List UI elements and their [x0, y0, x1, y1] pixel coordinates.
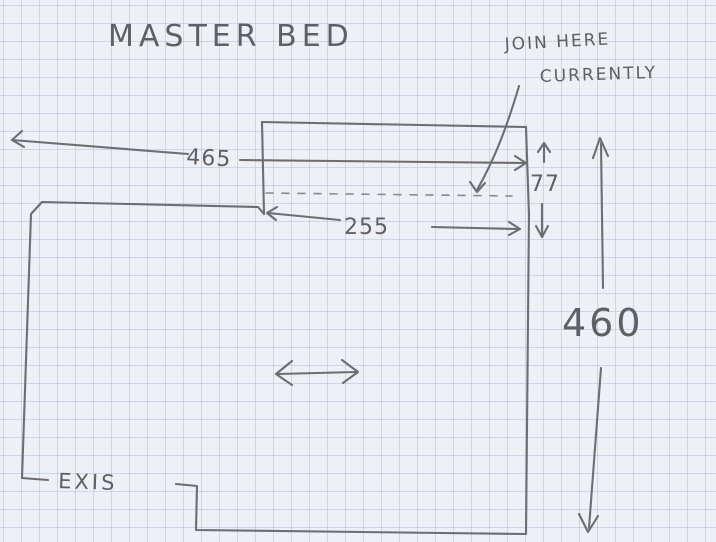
page-title: MASTER BED [108, 19, 354, 54]
pointer-arrow-icon [475, 84, 521, 192]
dim-255-label: 255 [344, 215, 389, 240]
dim-255-line-right [430, 225, 520, 231]
room-right-and-bottom-wall [174, 210, 531, 536]
dim-465-line-left [10, 138, 190, 156]
dim-255-arrowhead-right [507, 220, 522, 237]
dim-460-arrowhead-bottom [577, 512, 600, 534]
dim-460-line-top [599, 141, 605, 290]
dim-77-arrow-up [536, 141, 552, 164]
double-headed-arrow-icon [274, 358, 360, 387]
strip-left-wall [260, 120, 266, 216]
dim-465-arrowhead-left [10, 129, 26, 149]
dim-460-arrowhead-top [591, 136, 610, 160]
room-left-wall [20, 200, 266, 482]
wardrobe-strip-outline [260, 120, 531, 218]
pointer-arrow-head [468, 180, 487, 194]
dim-77-arrow-down [534, 202, 550, 239]
dim-460-label: 460 [562, 301, 644, 345]
dim-465-label: 465 [186, 145, 232, 172]
dim-460-line-bottom [587, 366, 603, 530]
dim-255-line-left [266, 211, 342, 222]
exit-label: EXIS [58, 469, 118, 495]
dim-465-line-right [238, 158, 526, 165]
join-dashed-line [265, 192, 513, 197]
annotation-note-line2: CURRENTLY [539, 63, 657, 87]
dim-77-label: 77 [530, 172, 560, 197]
dim-465-arrowhead-right [513, 154, 528, 172]
dim-255-arrowhead-left [265, 205, 279, 222]
annotation-note-line1: JOIN HERE [503, 29, 611, 55]
